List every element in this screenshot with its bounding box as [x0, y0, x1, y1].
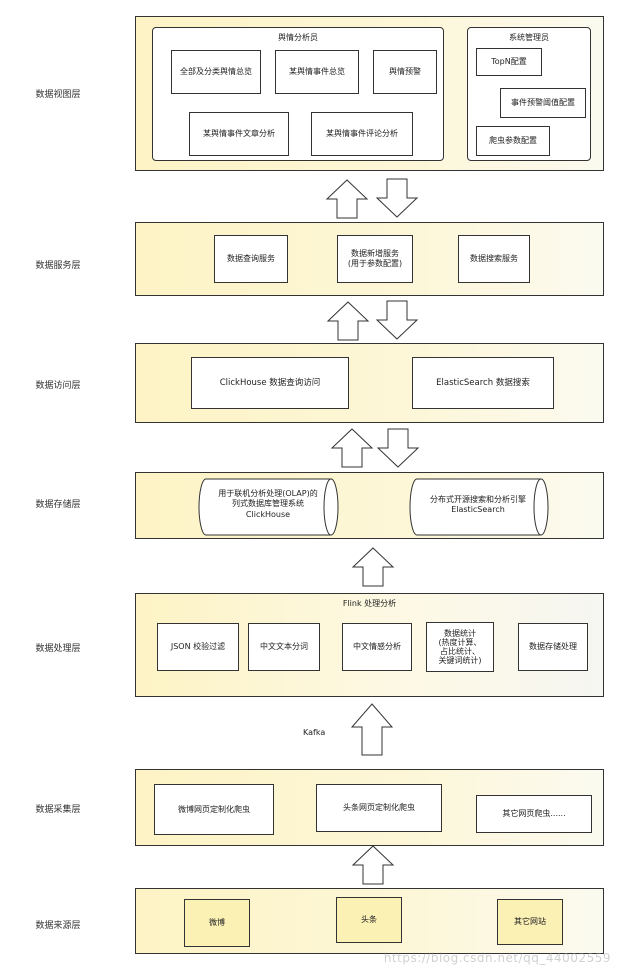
processing-json-filter: JSON 校验过滤: [157, 623, 239, 671]
down-arrow-icon: [377, 428, 419, 468]
processing-sentiment: 中文情感分析: [342, 623, 412, 671]
access-layer: ClickHouse 数据查询访问 ElasticSearch 数据搜索: [135, 343, 604, 423]
access-clickhouse: ClickHouse 数据查询访问: [191, 357, 349, 409]
view-layer: 舆情分析员 全部及分类舆情总览 某舆情事件总览 舆情预警 某舆情事件文章分析 某…: [135, 16, 604, 171]
admin-group: 系统管理员 TopN配置 事件预警阈值配置 爬虫参数配置: [467, 27, 591, 161]
analyst-item-event-overview: 某舆情事件总览: [275, 50, 359, 94]
source-layer: 微博 头条 其它网站: [135, 888, 604, 954]
elasticsearch-cylinder: [409, 478, 549, 536]
storage-layer: 用于联机分析处理(OLAP)的 列式数据库管理系统 ClickHouse 分布式…: [135, 472, 604, 539]
layer-label-view: 数据视图层: [35, 90, 81, 100]
access-storage-arrows: [331, 428, 419, 468]
clickhouse-cylinder: [198, 478, 339, 536]
admin-item-threshold: 事件预警阈值配置: [500, 88, 586, 118]
layer-label-source: 数据来源层: [35, 921, 81, 931]
processing-segmentation: 中文文本分词: [248, 623, 320, 671]
layer-label-processing: 数据处理层: [35, 644, 81, 654]
collection-toutiao-crawler: 头条网页定制化爬虫: [316, 784, 442, 832]
processing-storage: 数据存储处理: [518, 623, 588, 671]
analyst-title: 舆情分析员: [278, 33, 318, 42]
service-layer: 数据查询服务 数据新增服务 (用于参数配置) 数据搜索服务: [135, 222, 604, 296]
kafka-up-arrow-icon: [350, 703, 394, 756]
layer-label-storage: 数据存储层: [35, 500, 81, 510]
analyst-group: 舆情分析员 全部及分类舆情总览 某舆情事件总览 舆情预警 某舆情事件文章分析 某…: [152, 27, 444, 161]
collection-weibo-crawler: 微博网页定制化爬虫: [154, 784, 274, 835]
up-arrow-icon: [326, 179, 368, 219]
source-to-collection-arrow-icon: [352, 845, 394, 885]
kafka-label: Kafka: [303, 728, 326, 737]
admin-title: 系统管理员: [509, 33, 549, 42]
collection-layer: 微博网页定制化爬虫 头条网页定制化爬虫 其它网页爬虫......: [135, 769, 604, 846]
analyst-item-article-analysis: 某舆情事件文章分析: [189, 112, 289, 156]
down-arrow-icon: [376, 178, 418, 218]
layer-label-service: 数据服务层: [35, 261, 81, 271]
view-service-arrows: [326, 178, 418, 219]
service-add: 数据新增服务 (用于参数配置): [337, 235, 413, 283]
service-access-arrows: [327, 300, 418, 341]
source-other: 其它网站: [497, 899, 563, 945]
collection-other-crawler: 其它网页爬虫......: [476, 795, 592, 833]
watermark: https://blog.csdn.net/qq_44002559: [383, 951, 611, 965]
access-elasticsearch: ElasticSearch 数据搜索: [412, 357, 554, 409]
up-arrow-icon: [331, 428, 373, 468]
down-arrow-icon: [376, 300, 418, 340]
layer-label-collection: 数据采集层: [35, 805, 81, 815]
storage-elasticsearch-text: 分布式开源搜索和分析引擎 ElasticSearch: [430, 495, 526, 515]
processing-layer: Flink 处理分析 JSON 校验过滤 中文文本分词 中文情感分析 数据统计 …: [135, 593, 604, 697]
source-weibo: 微博: [184, 899, 250, 947]
processing-statistics: 数据统计 (热度计算、 占比统计、 关键词统计): [426, 622, 494, 672]
admin-item-topn: TopN配置: [476, 48, 542, 76]
source-toutiao: 头条: [336, 897, 402, 943]
analyst-item-warning: 舆情预警: [373, 50, 437, 94]
processing-to-storage-arrow-icon: [352, 547, 394, 587]
storage-clickhouse-text: 用于联机分析处理(OLAP)的 列式数据库管理系统 ClickHouse: [218, 489, 318, 519]
storage-cylinders: [198, 478, 549, 536]
analyst-item-comment-analysis: 某舆情事件评论分析: [311, 112, 413, 156]
layer-label-access: 数据访问层: [35, 381, 81, 391]
processing-title: Flink 处理分析: [342, 599, 397, 608]
admin-item-crawler-params: 爬虫参数配置: [476, 126, 550, 156]
service-query: 数据查询服务: [214, 235, 288, 283]
up-arrow-icon: [327, 301, 369, 341]
analyst-item-overview: 全部及分类舆情总览: [171, 50, 261, 94]
service-search: 数据搜索服务: [458, 235, 530, 283]
